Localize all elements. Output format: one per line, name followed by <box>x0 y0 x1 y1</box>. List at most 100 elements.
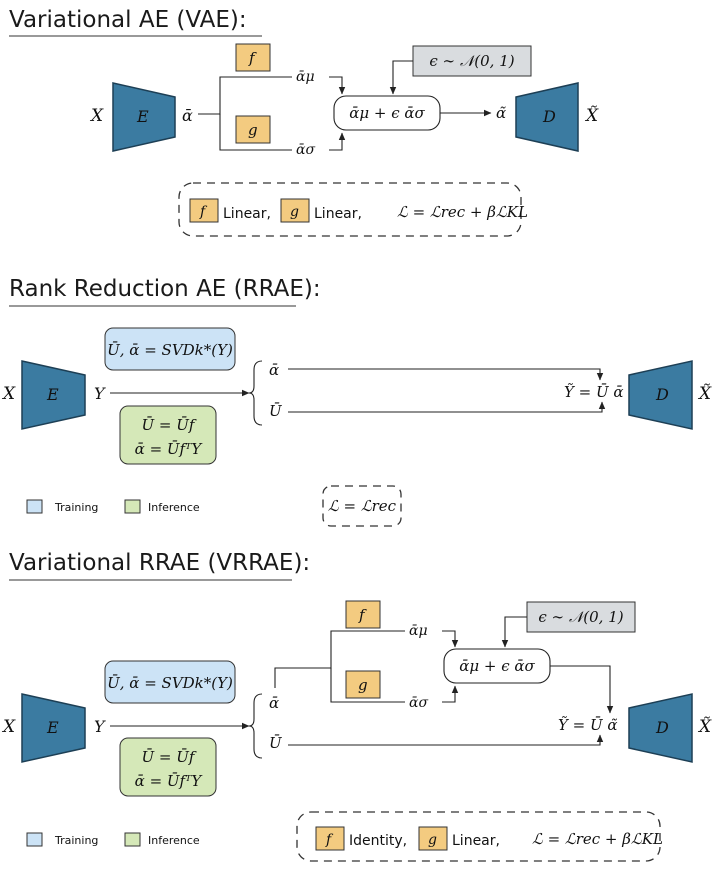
vrrae-legend-inference-text: Inference <box>148 834 200 847</box>
vae-legend-g-symbol: g <box>290 204 299 220</box>
vrrae-alpha-label: ᾱ <box>269 694 279 712</box>
vrrae-training-box <box>104 660 236 704</box>
vae-decoder-label: D <box>542 107 556 126</box>
vrrae-f-label: f <box>358 606 367 624</box>
vae-section: Variational AE (VAE): X E ᾱ f g ᾱμ ᾱσ ϵ … <box>9 7 599 237</box>
vrrae-decoder-label: D <box>655 718 669 737</box>
vrrae-legend-g-symbol: g <box>428 832 437 848</box>
vrrae-legend-g-box <box>418 826 448 851</box>
rrae-legend-inference-text: Inference <box>148 501 200 514</box>
rrae-training-box <box>104 327 236 371</box>
vae-output-xhat: X̃ <box>584 106 599 126</box>
vrrae-arrow-eps <box>501 616 527 648</box>
vrrae-inference-eq1: Ū = Ūf <box>142 748 197 766</box>
vae-arrow-mu <box>329 76 346 95</box>
vae-encoder <box>112 82 176 152</box>
vae-g-label: g <box>248 121 258 139</box>
rrae-legend-inference-swatch <box>124 499 141 514</box>
rrae-output-xhat: X̃ <box>697 384 712 404</box>
vae-arrow-sigma <box>329 132 346 151</box>
rrae-recon-label: Ỹ = Ū ᾱ <box>564 383 624 401</box>
vae-mu-label: ᾱμ <box>296 69 315 85</box>
vrrae-branch-bottom <box>330 668 405 703</box>
vrrae-legend-training-swatch <box>26 832 43 847</box>
vrrae-arrow-mu <box>442 630 459 648</box>
vae-input-x: X <box>89 106 104 126</box>
vae-legend-f-box <box>189 198 219 223</box>
vae-branch-top <box>198 76 292 115</box>
vrrae-legend-box <box>296 811 661 862</box>
vae-f-label: f <box>248 49 257 67</box>
rrae-inference-eq2: ᾱ = ŪfᵀY <box>135 440 204 458</box>
vrrae-inference-box <box>119 737 217 797</box>
vrrae-legend-training-text: Training <box>54 834 98 847</box>
vae-sum-label: ᾱμ + ϵ ᾱσ <box>349 104 425 122</box>
vrrae-u-label: Ū <box>269 734 283 752</box>
vae-arrow-eps <box>389 60 413 95</box>
vrrae-legend-f-box <box>315 826 345 851</box>
rrae-u-label: Ū <box>269 402 283 420</box>
rrae-encoder <box>21 360 86 430</box>
rrae-loss-box <box>322 485 402 527</box>
rrae-decoder-label: D <box>655 385 669 404</box>
vrrae-branch-top <box>274 630 405 688</box>
vrrae-loss-label: ℒ = ℒrec + βℒKL <box>532 830 663 848</box>
vae-sigma-label: ᾱσ <box>296 142 315 158</box>
vae-latent-label: ᾱ <box>182 106 193 125</box>
vae-encoder-label: E <box>136 107 149 126</box>
vrrae-mu-label: ᾱμ <box>409 623 428 639</box>
vrrae-legend-inference-swatch <box>124 832 141 847</box>
vrrae-legend-f-text: Identity, <box>349 833 407 849</box>
vrrae-recon-label: Ỹ = Ū α̃ <box>558 716 618 734</box>
rrae-arrow-u <box>288 401 606 413</box>
rrae-inference-box <box>119 405 217 465</box>
vrrae-eps-box <box>526 601 636 633</box>
rrae-input-x: X <box>1 384 16 404</box>
vae-legend-f-text: Linear, <box>223 206 271 222</box>
rrae-loss-label: ℒ = ℒrec <box>328 497 397 515</box>
vrrae-input-x: X <box>1 717 16 737</box>
vae-title: Variational AE (VAE): <box>9 7 247 33</box>
rrae-arrow-alpha <box>288 368 604 381</box>
vrrae-arrow-u <box>288 734 604 746</box>
vrrae-g-label: g <box>358 676 368 694</box>
vae-f-box <box>235 43 271 72</box>
vae-legend-g-box <box>280 198 310 223</box>
rrae-y-label: Y <box>94 384 106 403</box>
vae-decoder <box>515 82 579 152</box>
vae-legend-f-symbol: f <box>199 204 208 220</box>
vrrae-y-label: Y <box>94 717 106 736</box>
rrae-section: Rank Reduction AE (RRAE): X E Y Ū, ᾱ = S… <box>1 276 712 527</box>
vae-legend-box <box>178 182 522 237</box>
vrrae-legend-f-symbol: f <box>325 832 334 848</box>
vrrae-output-xhat: X̃ <box>697 717 712 737</box>
vrrae-legend-g-text: Linear, <box>452 833 500 849</box>
rrae-title: Rank Reduction AE (RRAE): <box>9 276 321 302</box>
vrrae-training-eq: Ū, ᾱ = SVDk*(Y) <box>107 674 233 692</box>
vrrae-arrow-sigma <box>442 685 459 703</box>
rrae-decoder <box>628 360 693 430</box>
rrae-alpha-label: ᾱ <box>269 361 279 379</box>
vae-legend-g-text: Linear, <box>314 206 362 222</box>
vae-sampled-label: α̃ <box>496 104 506 122</box>
vae-eps-label: ϵ ∼ 𝒩(0, 1) <box>429 52 514 70</box>
vrrae-sum-label: ᾱμ + ϵ ᾱσ <box>459 657 535 675</box>
rrae-legend-training-swatch <box>26 499 43 514</box>
vrrae-decoder <box>628 693 693 763</box>
rrae-inference-eq1: Ū = Ūf <box>142 416 197 434</box>
vae-eps-box <box>412 45 532 77</box>
rrae-encoder-label: E <box>46 385 59 404</box>
vrrae-g-box <box>345 670 381 699</box>
vrrae-arrow-sampled <box>550 665 614 714</box>
vrrae-encoder <box>21 693 86 763</box>
rrae-training-eq: Ū, ᾱ = SVDk*(Y) <box>107 341 233 359</box>
vrrae-inference-eq2: ᾱ = ŪfᵀY <box>135 772 204 790</box>
vrrae-sigma-label: ᾱσ <box>409 695 428 711</box>
vae-loss-label: ℒ = ℒrec + βℒKL <box>397 203 528 221</box>
vrrae-f-box <box>345 600 381 629</box>
rrae-legend-training-text: Training <box>54 501 98 514</box>
vrrae-encoder-label: E <box>46 718 59 737</box>
vrrae-section: Variational RRAE (VRRAE): X E Y Ū, ᾱ = S… <box>1 550 712 862</box>
vrrae-title: Variational RRAE (VRRAE): <box>9 550 310 576</box>
